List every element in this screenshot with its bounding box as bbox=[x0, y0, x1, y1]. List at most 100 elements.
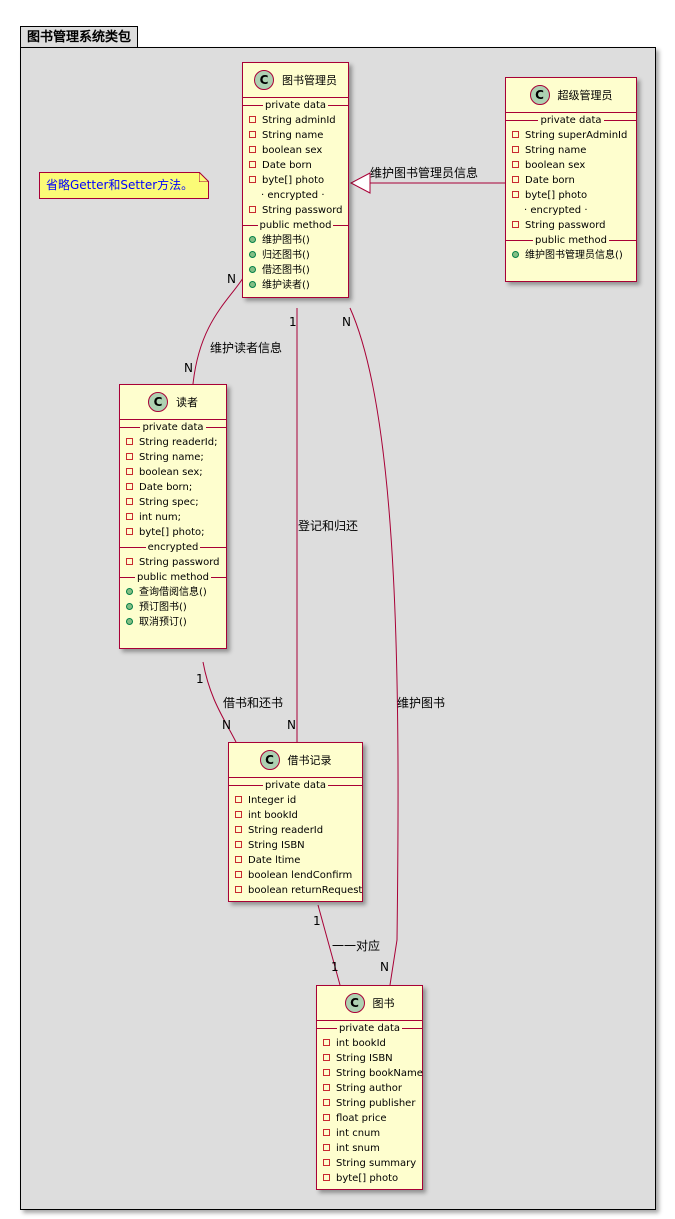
section-public: public method bbox=[506, 233, 636, 248]
field: Integer id bbox=[229, 793, 362, 808]
class-superadmin-header: C 超级管理员 bbox=[506, 78, 636, 113]
private-field-icon bbox=[235, 795, 242, 803]
edge-label-record-book: 一一对应 bbox=[332, 939, 381, 953]
private-field-icon bbox=[323, 1053, 330, 1061]
edge-label-admin-reader: 维护读者信息 bbox=[210, 341, 283, 355]
field: String readerId; bbox=[120, 435, 226, 450]
edge-label-admin-book: 维护图书 bbox=[397, 696, 446, 710]
method: 借还图书() bbox=[243, 263, 348, 278]
private-field-icon bbox=[126, 512, 133, 520]
field: String password bbox=[243, 203, 348, 218]
edge-admin-book bbox=[349, 307, 399, 986]
multiplicity-admin-book-from: N bbox=[342, 315, 351, 329]
private-field-icon bbox=[512, 145, 519, 153]
private-field-icon bbox=[235, 810, 242, 818]
section-encrypted: encrypted bbox=[120, 540, 226, 555]
field: String ISBN bbox=[317, 1051, 422, 1066]
field: String adminId bbox=[243, 113, 348, 128]
private-field-icon bbox=[126, 497, 133, 505]
field: float price bbox=[317, 1111, 422, 1126]
class-stereotype-icon: C bbox=[529, 85, 550, 105]
private-field-icon bbox=[249, 130, 256, 138]
class-superadmin-name: 超级管理员 bbox=[557, 89, 613, 102]
field: String ISBN bbox=[229, 838, 362, 853]
field: Date born bbox=[243, 158, 348, 173]
class-reader-header: C 读者 bbox=[120, 385, 226, 420]
edge-record-book bbox=[317, 904, 341, 986]
class-record: C 借书记录 private data Integer id int bookI… bbox=[228, 742, 363, 902]
field: String password bbox=[506, 218, 636, 233]
method: 维护读者() bbox=[243, 278, 348, 293]
class-book-header: C 图书 bbox=[317, 986, 422, 1021]
private-field-icon bbox=[249, 205, 256, 213]
class-record-header: C 借书记录 bbox=[229, 743, 362, 778]
class-superadmin: C 超级管理员 private data String superAdminId… bbox=[505, 77, 637, 282]
private-field-icon bbox=[126, 557, 133, 565]
class-stereotype-icon: C bbox=[259, 750, 280, 770]
class-stereotype-icon: C bbox=[148, 392, 168, 412]
public-method-icon bbox=[512, 250, 519, 258]
field: String bookName bbox=[317, 1066, 423, 1081]
field: String summary bbox=[317, 1156, 422, 1171]
note: 省略Getter和Setter方法。 bbox=[39, 172, 209, 199]
class-reader: C 读者 private data String readerId; Strin… bbox=[119, 384, 227, 649]
field: byte[] photo bbox=[506, 188, 636, 203]
private-field-icon bbox=[323, 1083, 330, 1091]
multiplicity-reader-record-to: N bbox=[222, 718, 231, 732]
private-field-icon bbox=[249, 160, 256, 168]
multiplicity-admin-reader-from: N bbox=[227, 272, 236, 286]
method: 归还图书() bbox=[243, 248, 348, 263]
field: String password bbox=[120, 555, 226, 570]
private-field-icon bbox=[126, 482, 133, 490]
private-field-icon bbox=[126, 467, 133, 475]
section-public: public method bbox=[120, 570, 226, 585]
field: Date ltime bbox=[229, 853, 362, 868]
private-field-icon bbox=[235, 855, 242, 863]
field: String name bbox=[506, 143, 636, 158]
public-method-icon bbox=[249, 265, 256, 273]
multiplicity-record-book-to: 1 bbox=[331, 960, 339, 974]
field: int bookId bbox=[317, 1036, 422, 1051]
class-record-name: 借书记录 bbox=[287, 754, 332, 767]
field: boolean sex bbox=[506, 158, 636, 173]
note-fold-icon bbox=[199, 172, 209, 182]
field: int bookId bbox=[229, 808, 362, 823]
encrypted-label: · encrypted · bbox=[524, 205, 588, 216]
private-field-icon bbox=[126, 527, 133, 535]
private-field-icon bbox=[323, 1098, 330, 1106]
private-field-icon bbox=[512, 190, 519, 198]
class-reader-name: 读者 bbox=[176, 396, 198, 409]
section-public: public method bbox=[243, 218, 348, 233]
private-field-icon bbox=[512, 220, 519, 228]
public-method-icon bbox=[249, 280, 256, 288]
encrypted-label: · encrypted · bbox=[261, 190, 325, 201]
public-method-icon bbox=[126, 617, 133, 625]
class-stereotype-icon: C bbox=[344, 993, 365, 1013]
edge-label-reader-record: 借书和还书 bbox=[223, 696, 284, 710]
field: String readerId bbox=[229, 823, 362, 838]
field: String spec; bbox=[120, 495, 226, 510]
private-field-icon bbox=[249, 175, 256, 183]
private-field-icon bbox=[323, 1068, 330, 1076]
edge-reader-record bbox=[202, 661, 237, 743]
private-field-icon bbox=[323, 1173, 330, 1181]
multiplicity-admin-reader-to: N bbox=[184, 361, 193, 375]
field: String author bbox=[317, 1081, 422, 1096]
package-title: 图书管理系统类包 bbox=[20, 26, 139, 47]
field: String superAdminId bbox=[506, 128, 636, 143]
multiplicity-record-book-from: 1 bbox=[313, 914, 321, 928]
field: boolean sex bbox=[243, 143, 348, 158]
field: String name bbox=[243, 128, 348, 143]
class-admin: C 图书管理员 private data String adminId Stri… bbox=[242, 62, 349, 298]
private-field-icon bbox=[512, 175, 519, 183]
private-field-icon bbox=[512, 130, 519, 138]
field: byte[] photo bbox=[317, 1171, 422, 1186]
multiplicity-reader-record-from: 1 bbox=[196, 672, 204, 686]
class-book: C 图书 private data int bookId String ISBN… bbox=[316, 985, 423, 1190]
section-private: private data bbox=[229, 778, 362, 793]
private-field-icon bbox=[235, 840, 242, 848]
private-field-icon bbox=[512, 160, 519, 168]
multiplicity-admin-book-to: N bbox=[380, 960, 389, 974]
private-field-icon bbox=[126, 452, 133, 460]
